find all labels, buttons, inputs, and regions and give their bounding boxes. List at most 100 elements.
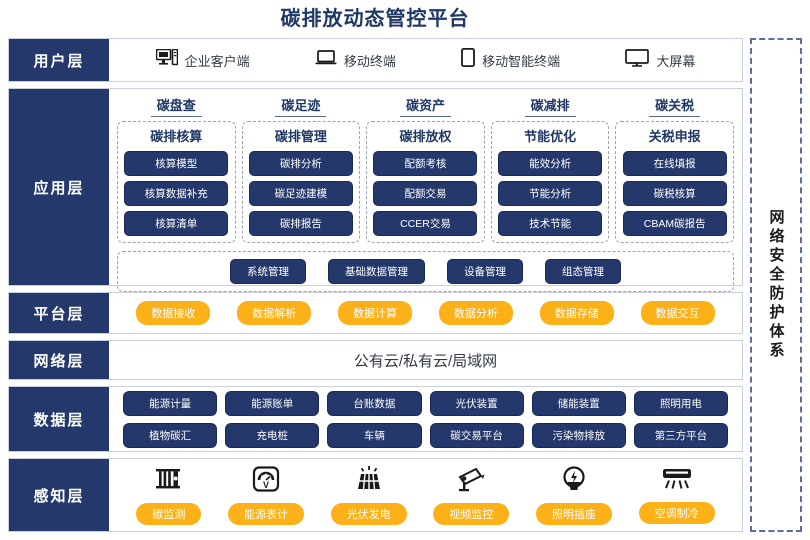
app-feature-item[interactable]: 碳排分析 xyxy=(248,151,353,176)
user-item-label: 企业客户端 xyxy=(184,53,250,69)
data-item-plant-carbon-sink[interactable]: 植物碳汇 xyxy=(123,422,218,448)
application-columns: 碳盘查 碳排核算 核算模型 核算数据补充 核算清单 碳足迹 碳排管理 碳排分析 … xyxy=(117,95,734,243)
app-feature-item[interactable]: 配额交易 xyxy=(373,181,478,206)
energy-meter-icon: V xyxy=(252,465,280,498)
app-feature-item[interactable]: 能效分析 xyxy=(498,151,603,176)
app-feature-item[interactable]: CBAM碳报告 xyxy=(622,211,727,236)
layer-label-application: 应用层 xyxy=(9,89,109,285)
layer-body-network: 公有云/私有云/局域网 xyxy=(109,341,742,379)
sense-item-video-surveillance[interactable]: 视频监控 xyxy=(433,465,510,525)
layer-label-platform: 平台层 xyxy=(9,293,109,333)
app-feature-item[interactable]: 节能分析 xyxy=(498,181,603,206)
app-column-subhead: 碳排管理 xyxy=(274,129,327,144)
app-feature-item[interactable]: 碳足迹建模 xyxy=(248,181,353,206)
app-column-subhead: 关税申报 xyxy=(648,129,701,144)
app-feature-item[interactable]: 技术节能 xyxy=(498,211,603,236)
app-feature-item[interactable]: 配额考核 xyxy=(373,151,478,176)
data-item-energy-bill[interactable]: 能源账单 xyxy=(225,390,320,416)
management-item-basic-data[interactable]: 基础数据管理 xyxy=(328,259,425,284)
sense-item-label: 视频监控 xyxy=(433,503,510,525)
layer-body-sensing: 碳监测 V 能源表计 xyxy=(109,459,742,531)
platform-item-data-exchange[interactable]: 数据交互 xyxy=(640,301,715,325)
app-column-box: 碳排管理 碳排分析 碳足迹建模 碳排报告 xyxy=(241,121,361,243)
network-description: 公有云/私有云/局域网 xyxy=(353,352,498,370)
sense-item-carbon-monitor[interactable]: 碳监测 xyxy=(136,465,202,525)
app-column-box: 碳排核算 核算模型 核算数据补充 核算清单 xyxy=(117,121,236,243)
data-item-pv-device[interactable]: 光伏装置 xyxy=(429,390,524,416)
solar-panel-icon xyxy=(354,465,384,498)
user-item-smart-mobile-terminal[interactable]: 移动智能终端 xyxy=(461,47,561,72)
layer-platform: 平台层 数据接收 数据解析 数据计算 数据分析 数据存储 数据交互 xyxy=(8,292,743,334)
management-item-system[interactable]: 系统管理 xyxy=(230,259,306,284)
app-column-subhead: 碳排放权 xyxy=(399,129,452,144)
app-column-head: 碳盘查 xyxy=(150,95,202,117)
air-conditioner-icon xyxy=(661,466,693,497)
user-item-enterprise-client[interactable]: 企业客户端 xyxy=(155,48,250,71)
carbon-monitor-icon xyxy=(154,465,184,498)
network-security-band: 网络安全防护体系 xyxy=(750,38,802,532)
sense-item-label: 能源表计 xyxy=(227,503,304,525)
user-item-label: 大屏幕 xyxy=(656,53,696,69)
platform-item-data-receive[interactable]: 数据接收 xyxy=(136,301,211,325)
user-item-label: 移动智能终端 xyxy=(482,53,561,69)
page-title: 碳排放动态管控平台 xyxy=(280,8,470,30)
layer-body-application: 碳盘查 碳排核算 核算模型 核算数据补充 核算清单 碳足迹 碳排管理 碳排分析 … xyxy=(109,89,742,292)
app-feature-item[interactable]: 碳税核算 xyxy=(622,181,727,206)
layer-sensing: 感知层 碳监测 xyxy=(8,458,743,532)
app-feature-item[interactable]: 核算数据补充 xyxy=(124,181,229,206)
layer-body-data: 能源计量 能源账单 台账数据 光伏装置 储能装置 照明用电 植物碳汇 充电桩 车… xyxy=(109,387,742,451)
layer-user: 用户层 企业客户端 xyxy=(8,38,743,82)
platform-item-data-analysis[interactable]: 数据分析 xyxy=(438,301,513,325)
app-column-carbon-asset: 碳资产 碳排放权 配额考核 配额交易 CCER交易 xyxy=(366,95,485,243)
sense-item-label: 空调制冷 xyxy=(638,502,715,524)
app-column-box: 关税申报 在线填报 碳税核算 CBAM碳报告 xyxy=(615,121,734,243)
data-item-storage-device[interactable]: 储能装置 xyxy=(531,390,626,416)
layer-application: 应用层 碳盘查 碳排核算 核算模型 核算数据补充 核算清单 碳足迹 碳排管理 xyxy=(8,88,743,292)
data-item-charging-pile[interactable]: 充电桩 xyxy=(225,422,320,448)
data-item-pollutant-emission[interactable]: 污染物排放 xyxy=(531,422,626,448)
light-bulb-icon xyxy=(562,465,586,498)
app-feature-item[interactable]: CCER交易 xyxy=(373,211,478,236)
app-feature-item[interactable]: 碳排报告 xyxy=(248,211,353,236)
data-item-carbon-trading-platform[interactable]: 碳交易平台 xyxy=(429,422,524,448)
smartphone-icon xyxy=(461,47,476,72)
sense-item-label: 照明插座 xyxy=(535,503,612,525)
platform-item-data-storage[interactable]: 数据存储 xyxy=(539,301,614,325)
sense-item-lighting-socket[interactable]: 照明插座 xyxy=(535,465,612,525)
management-item-configuration[interactable]: 组态管理 xyxy=(545,259,621,284)
data-row-2: 植物碳汇 充电桩 车辆 碳交易平台 污染物排放 第三方平台 xyxy=(123,422,729,448)
data-item-energy-metering[interactable]: 能源计量 xyxy=(123,390,218,416)
sense-item-pv-generation[interactable]: 光伏发电 xyxy=(330,465,407,525)
app-column-carbon-reduction: 碳减排 节能优化 能效分析 节能分析 技术节能 xyxy=(490,95,610,243)
data-item-ledger-data[interactable]: 台账数据 xyxy=(327,390,422,416)
app-column-box: 碳排放权 配额考核 配额交易 CCER交易 xyxy=(366,121,485,243)
network-security-band-label: 网络安全防护体系 xyxy=(767,209,785,361)
app-column-head: 碳减排 xyxy=(524,95,576,117)
app-column-head: 碳关税 xyxy=(649,95,701,117)
sense-item-energy-meter[interactable]: V 能源表计 xyxy=(227,465,304,525)
data-item-third-party-platform[interactable]: 第三方平台 xyxy=(633,422,729,448)
layer-data: 数据层 能源计量 能源账单 台账数据 光伏装置 储能装置 照明用电 植物碳汇 充… xyxy=(8,386,743,452)
app-feature-item[interactable]: 核算清单 xyxy=(124,211,229,236)
layer-body-platform: 数据接收 数据解析 数据计算 数据分析 数据存储 数据交互 xyxy=(109,293,742,333)
app-column-subhead: 节能优化 xyxy=(524,129,577,144)
layer-label-network: 网络层 xyxy=(9,341,109,379)
management-item-device[interactable]: 设备管理 xyxy=(447,259,523,284)
app-feature-item[interactable]: 在线填报 xyxy=(622,151,727,176)
data-item-lighting-power[interactable]: 照明用电 xyxy=(633,390,729,416)
layer-label-user: 用户层 xyxy=(9,39,109,81)
platform-item-data-compute[interactable]: 数据计算 xyxy=(338,301,413,325)
data-row-1: 能源计量 能源账单 台账数据 光伏装置 储能装置 照明用电 xyxy=(123,390,729,416)
user-item-mobile-terminal[interactable]: 移动终端 xyxy=(315,49,396,71)
svg-text:V: V xyxy=(263,480,269,490)
data-item-vehicle[interactable]: 车辆 xyxy=(327,422,422,448)
app-column-carbon-tariff: 碳关税 关税申报 在线填报 碳税核算 CBAM碳报告 xyxy=(615,95,734,243)
sense-item-ac-cooling[interactable]: 空调制冷 xyxy=(638,466,715,524)
large-screen-icon xyxy=(625,48,650,72)
user-item-large-screen[interactable]: 大屏幕 xyxy=(625,48,696,72)
desktop-tower-icon xyxy=(155,48,178,71)
app-feature-item[interactable]: 核算模型 xyxy=(124,151,229,176)
platform-item-data-parse[interactable]: 数据解析 xyxy=(237,301,312,325)
user-item-label: 移动终端 xyxy=(343,53,396,69)
application-management-box: 系统管理 基础数据管理 设备管理 组态管理 xyxy=(117,251,734,292)
